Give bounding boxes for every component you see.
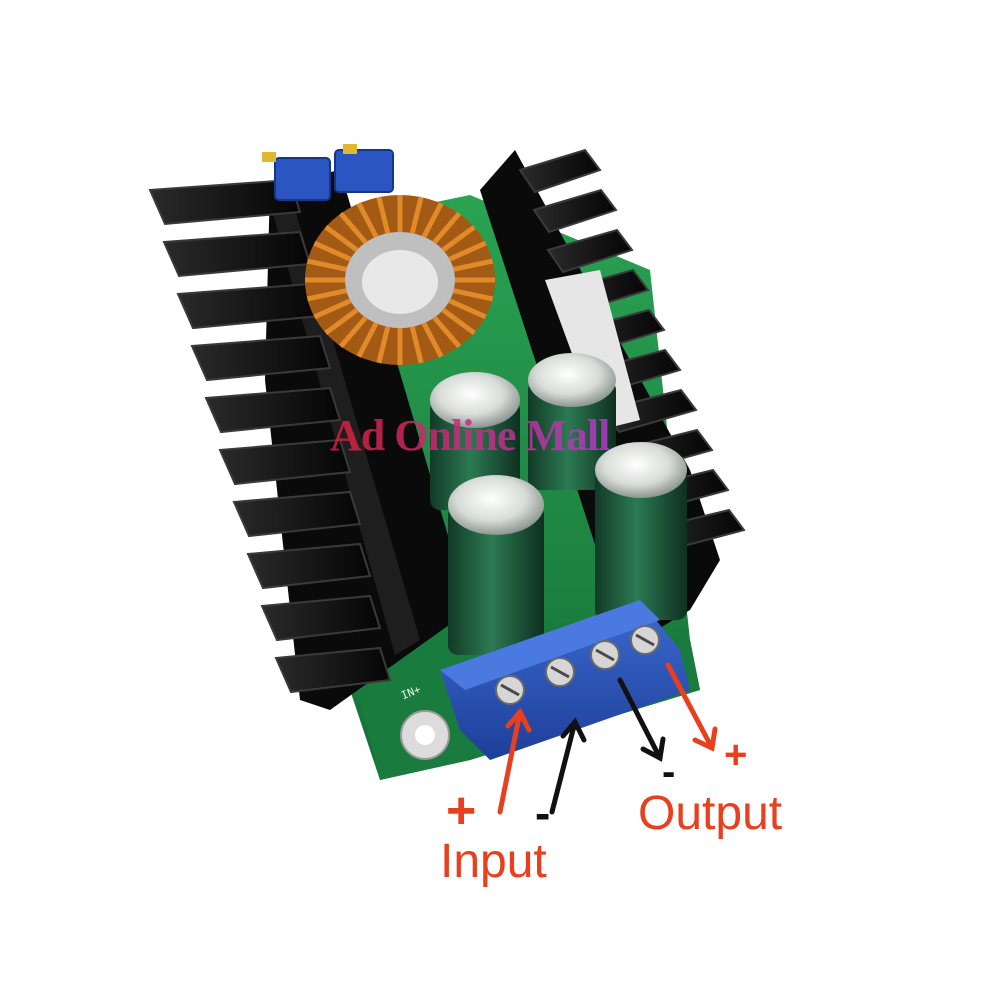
heatsink-fin (260, 594, 382, 642)
coil-winding (453, 288, 494, 302)
coil-winding (448, 240, 487, 262)
heatsink-fin (274, 646, 392, 694)
output-label: Output (638, 787, 783, 840)
terminal-block (440, 600, 690, 760)
input-minus-sign: - (535, 787, 551, 839)
capacitor-4 (595, 442, 687, 620)
coil-winding (338, 211, 368, 245)
screw-slot (595, 648, 615, 662)
heatsink-left (148, 170, 470, 710)
coil-winding (306, 258, 347, 272)
coil-winding (421, 322, 444, 358)
capacitors (430, 353, 687, 655)
watermark-text: Ad Online Mall (330, 411, 610, 460)
output-minus-sign: - (662, 750, 676, 794)
input-minus-arrow (549, 717, 587, 815)
input-plus-arrow (497, 707, 532, 815)
heatsink-fin (518, 148, 602, 194)
annotation-arrows (497, 662, 718, 815)
coil-winding (356, 202, 379, 238)
output-plus-sign: + (724, 733, 748, 777)
coil-winding (324, 224, 359, 253)
screw-slot (550, 665, 570, 679)
coil-winding (432, 211, 462, 245)
coil-winding (376, 196, 391, 234)
coil-winding (441, 307, 476, 336)
output-plus-arrow (665, 662, 718, 752)
coil-winding (421, 202, 444, 238)
coil-winding (441, 224, 476, 253)
coil-winding (338, 315, 368, 349)
coil-winding (376, 326, 391, 364)
input-plus-sign: + (446, 782, 477, 840)
coil-winding (409, 196, 424, 234)
coil-winding (324, 307, 359, 336)
toroid-inductor (305, 195, 495, 365)
input-label: Input (440, 835, 547, 888)
heatsink-fin (204, 386, 342, 434)
coil-winding (356, 322, 379, 358)
heatsink-fin (148, 178, 302, 226)
heatsink-fin (218, 438, 352, 486)
capacitor-3 (448, 475, 544, 655)
coil-winding (409, 326, 424, 364)
heatsink-fin (532, 188, 618, 234)
potentiometers (262, 144, 394, 201)
coil-winding (313, 240, 352, 262)
heatsink-fin (546, 228, 634, 274)
coil-winding (432, 315, 462, 349)
coil-winding (313, 298, 352, 320)
screw-slot (500, 683, 520, 697)
output-minus-arrow (617, 677, 666, 762)
capacitor-2 (528, 353, 616, 490)
heatsink-fin (246, 542, 372, 590)
screw-slot (635, 633, 655, 647)
coil-winding (453, 258, 494, 272)
coil-winding (448, 298, 487, 320)
mounting-hole (400, 710, 450, 760)
heatsink-fin (190, 334, 332, 382)
heatsink-fin (232, 490, 362, 538)
coil-winding (306, 288, 347, 302)
